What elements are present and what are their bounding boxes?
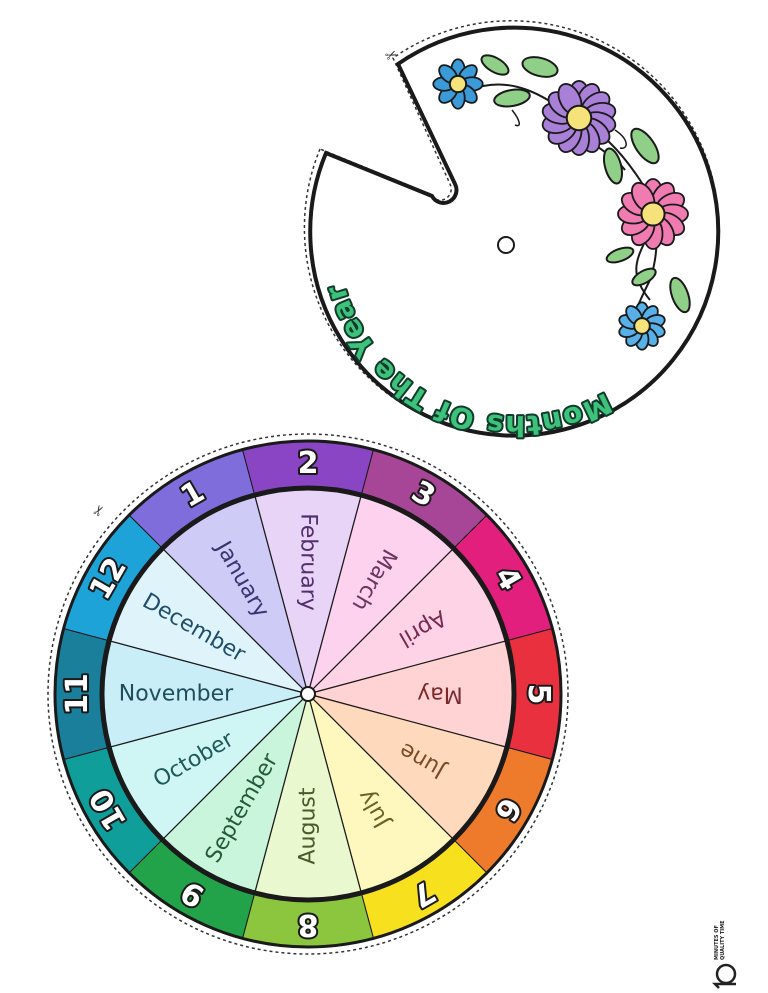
wheel-inner-border — [100, 486, 516, 902]
flower-icon — [541, 80, 617, 156]
wheel-scissors-icon: ✂ — [90, 502, 110, 520]
brand-logo-circle-icon — [715, 963, 737, 985]
wheel-month-number: 11 — [60, 673, 95, 715]
flower-icons — [432, 58, 689, 351]
wheel-outer-border — [53, 439, 563, 949]
cover-disc: Months Of The Year — [303, 20, 721, 444]
wheel-month-name: February — [296, 513, 321, 611]
wheel-month-name: May — [417, 682, 462, 707]
brand-logo: MINUTES OF QUALITY TIME — [711, 920, 737, 989]
flower-icon — [617, 178, 689, 250]
leaf-icons — [480, 54, 691, 314]
brand-logo-line1: MINUTES OF — [714, 925, 720, 960]
flower-icon — [432, 58, 484, 110]
flower-icon — [618, 301, 666, 351]
wheel-month-number: 8 — [298, 907, 319, 942]
cover-outline — [308, 25, 721, 438]
wheel-center-hole — [300, 686, 316, 702]
wheel-month-number: 5 — [521, 684, 556, 705]
brand-logo-line2: QUALITY TIME — [720, 920, 726, 960]
wheel-month-number: 2 — [298, 446, 319, 481]
wheel-month-name: November — [119, 682, 234, 707]
cover-center-hole — [497, 236, 515, 254]
wheel-month-name: August — [296, 787, 321, 864]
brand-logo-one-icon — [711, 982, 736, 989]
